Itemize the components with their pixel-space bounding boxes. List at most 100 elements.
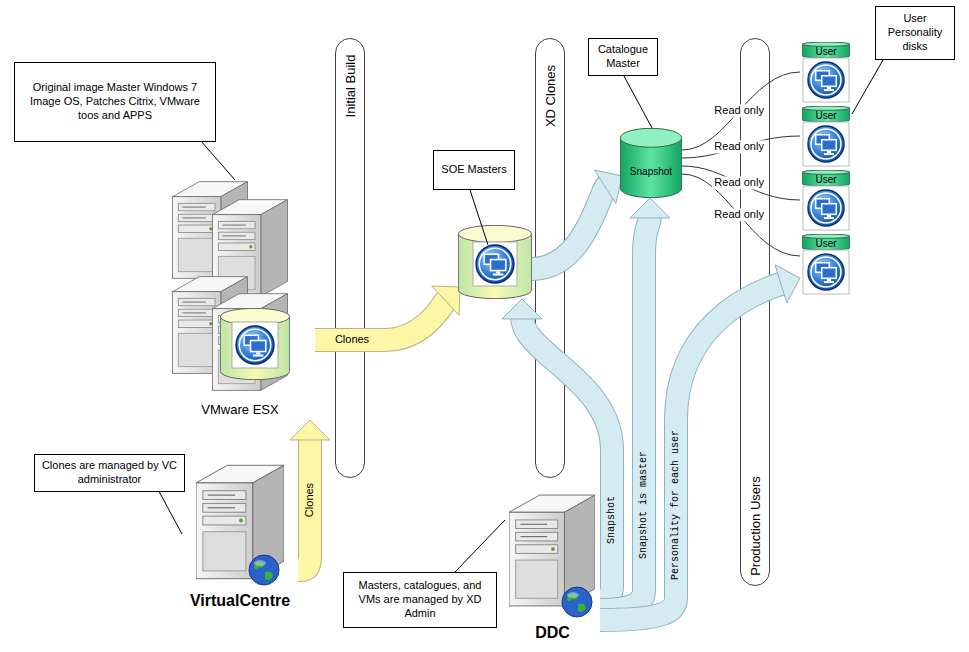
flow-arrow (600, 265, 800, 620)
disk-label-holder: User (802, 237, 850, 250)
connector-line (682, 72, 800, 150)
arrow-outline (600, 216, 650, 610)
connector-line (852, 60, 883, 114)
flow-arrow (532, 170, 622, 269)
user-disk: User (800, 106, 852, 166)
disk-symbol (802, 170, 850, 186)
vm-icon (808, 254, 844, 290)
read-only-link (682, 166, 800, 200)
flow-arrow (315, 286, 460, 340)
arrow-outline (600, 283, 783, 620)
edge-label-holder: Snapshot is master (638, 449, 650, 561)
vm-icon (808, 190, 844, 226)
arrow-body (600, 283, 783, 620)
callout-box: User Personality disks (875, 6, 955, 60)
node-text: User (815, 175, 836, 185)
connector-line (624, 76, 652, 128)
leader-line (470, 190, 488, 245)
disk-symbol (620, 128, 681, 197)
node-text: SOE Masters (441, 163, 506, 177)
icon-frame (803, 122, 849, 166)
callout-box: Original image Master Windows 7 Image OS… (14, 62, 216, 142)
disk-label-holder: User (802, 45, 850, 58)
edge-label: Clones (303, 483, 316, 517)
vm-icon (808, 126, 844, 162)
edge-label: Snapshot is master (638, 451, 650, 559)
user-disk: User (800, 170, 852, 230)
leader-line (455, 520, 505, 572)
disk-illustration (620, 128, 682, 198)
edge-label-holder: Clones (303, 481, 316, 519)
callout-box: Masters, catalogues, and VMs are managed… (343, 572, 497, 628)
snapshot-disk: Snapshot (620, 128, 682, 198)
node-text: User (815, 111, 836, 121)
server-node: VMware ESX (165, 180, 315, 420)
node-text: VirtualCentre (172, 592, 308, 610)
connector-line (455, 520, 505, 572)
leader-line (852, 60, 883, 114)
leader-line (624, 76, 652, 128)
read-only-link (682, 72, 800, 150)
read-only-link (682, 136, 800, 158)
icon-frame (232, 322, 278, 368)
node-text: User (815, 239, 836, 249)
icon-frame (803, 250, 849, 294)
edge-label-holder: Snapshot (606, 494, 618, 546)
connector-line (159, 492, 182, 534)
edge-label-holder: Read only (712, 176, 766, 189)
server-illustration (165, 180, 315, 420)
connector-line (682, 174, 800, 256)
server-label-holder: VMware ESX (155, 402, 325, 417)
edge-label-holder: Read only (712, 208, 766, 221)
edge-label: Clones (335, 333, 369, 346)
server-label-holder: DDC (495, 624, 610, 642)
callout-box: Catalogue Master (588, 38, 658, 76)
arrow-head (432, 286, 460, 315)
disk-symbol (802, 42, 850, 58)
leader-line (159, 492, 182, 534)
callout-box: SOE Masters (433, 150, 515, 190)
edge-label: Read only (714, 104, 764, 117)
edge-label: Personality for each user (670, 430, 682, 580)
node-text: Initial Build (343, 55, 358, 118)
band-title-holder: Production Users (748, 476, 763, 576)
node-text: Production Users (748, 476, 763, 576)
read-only-link (682, 174, 800, 256)
connector-line (682, 136, 800, 158)
vm-icon (808, 62, 844, 98)
disk-illustration (458, 225, 532, 299)
band-title-holder: Initial Build (343, 55, 358, 118)
arrow-head (290, 420, 330, 440)
edge-label: Read only (714, 208, 764, 221)
disk-symbol (458, 225, 531, 298)
edge-label-holder: Read only (712, 140, 766, 153)
edge-label: Read only (714, 140, 764, 153)
icon-frame (803, 186, 849, 230)
icon-frame (803, 58, 849, 102)
disk-symbol (220, 308, 289, 379)
server-node: DDC (505, 488, 600, 648)
globe-symbol (562, 587, 592, 617)
disk-label-holder: User (802, 173, 850, 186)
arrow-head (775, 265, 800, 303)
band-title-holder: XD Clones (543, 65, 558, 127)
connector-line (682, 166, 800, 200)
edge-label-holder: Clones (333, 333, 371, 346)
arrow-head (630, 198, 670, 218)
node-text: Snapshot (630, 166, 672, 177)
edge-label-holder: Read only (712, 104, 766, 117)
node-text: Masters, catalogues, and VMs are managed… (348, 579, 492, 620)
node-text: User Personality disks (880, 12, 950, 53)
node-text: Catalogue Master (593, 43, 653, 71)
arrow-body (600, 216, 650, 610)
node-text: Original image Master Windows 7 Image OS… (19, 81, 211, 122)
disk-label-holder: Snapshot (620, 144, 682, 198)
vm-icon (476, 245, 514, 283)
node-text: DDC (495, 624, 610, 642)
arrow-outline (532, 186, 607, 269)
flow-arrow (600, 198, 670, 610)
arrow-head (594, 170, 622, 204)
edge-label: Read only (714, 176, 764, 189)
